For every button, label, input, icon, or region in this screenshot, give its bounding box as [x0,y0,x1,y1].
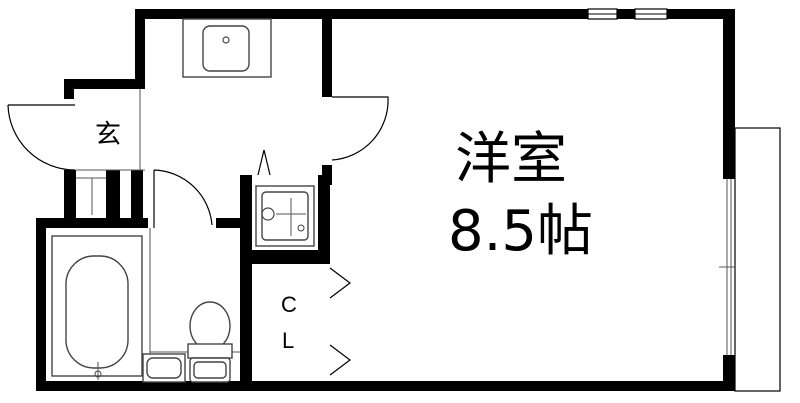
bathtub [51,235,143,380]
room-labels: 洋室 8.5帖 玄 C L [95,120,593,353]
doors [7,96,389,376]
entrance-label: 玄 [95,120,121,150]
fixtures [51,18,315,383]
washer-pan [255,185,315,247]
walls [36,8,735,391]
closet-label-l: L [282,328,294,353]
toilet [187,301,233,383]
western-room-size: 8.5帖 [448,199,593,264]
closet-label-c: C [281,292,297,317]
balcony [719,127,781,392]
washbasin [142,353,186,383]
kitchen-sink [182,18,272,78]
western-room-name: 洋室 [455,127,567,192]
